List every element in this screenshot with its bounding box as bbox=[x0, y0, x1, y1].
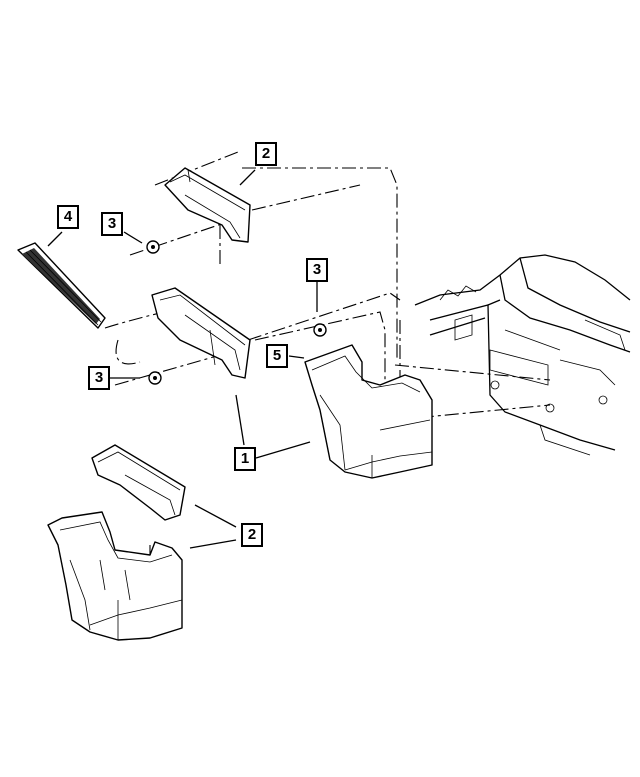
callout-part-2-top: 2 bbox=[255, 142, 277, 166]
callout-part-3-upper: 3 bbox=[101, 212, 123, 236]
upper-duct-lower bbox=[151, 287, 251, 379]
callout-part-2-bottom: 2 bbox=[241, 523, 263, 547]
callout-part-4: 4 bbox=[57, 205, 79, 229]
cowl-body-structure bbox=[414, 254, 631, 456]
leader-lines bbox=[47, 169, 318, 549]
intake-housing-center bbox=[304, 344, 433, 479]
nut-fasteners bbox=[146, 240, 327, 385]
callout-part-1: 1 bbox=[234, 447, 256, 471]
cabin-air-filter bbox=[17, 242, 106, 329]
lower-view-duct bbox=[91, 444, 186, 521]
callout-part-3-lower: 3 bbox=[88, 366, 110, 390]
callout-part-3-right: 3 bbox=[306, 258, 328, 282]
lower-view-housing bbox=[47, 511, 183, 641]
upper-duct-top bbox=[164, 167, 251, 243]
callout-part-5: 5 bbox=[266, 344, 288, 368]
